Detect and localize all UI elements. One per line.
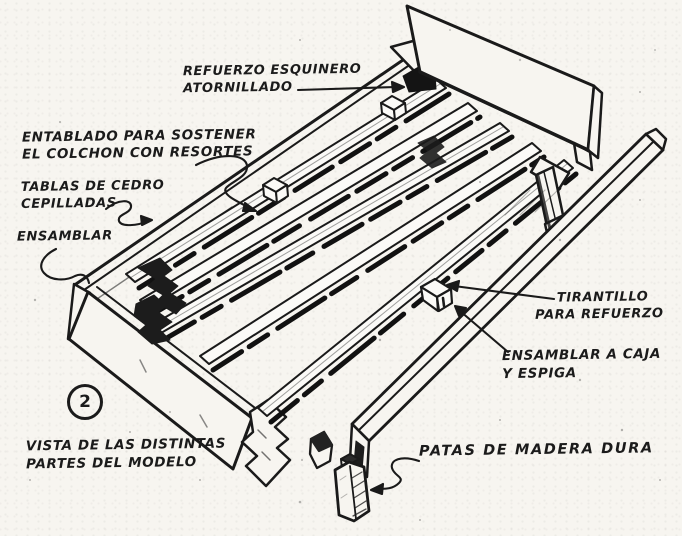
broken-end-cap xyxy=(417,135,447,169)
back-panel xyxy=(405,4,604,172)
slats xyxy=(125,79,579,425)
side-rail xyxy=(348,127,668,479)
broken-end-cap xyxy=(137,257,187,315)
label-line: TIRANTILLO xyxy=(556,289,649,306)
detached-leg xyxy=(333,453,371,523)
slat-1 xyxy=(125,79,447,283)
slat-5 xyxy=(257,159,574,417)
leader-refuerzo xyxy=(296,80,406,94)
figure-number-badge: 2 xyxy=(67,384,103,420)
leader-tirantillo xyxy=(445,279,556,301)
label-line: PARA REFUERZO xyxy=(535,306,664,323)
leader-entablado xyxy=(194,155,258,213)
leader-caja xyxy=(453,304,510,354)
label-entablado: ENTABLADO PARA SOSTENER EL COLCHON CON R… xyxy=(22,126,257,163)
frame-front-wall xyxy=(67,286,260,471)
label-tirantillo: TIRANTILLO PARA REFUERZO xyxy=(535,288,664,324)
label-line: CEPILLADAS xyxy=(21,195,117,213)
label-line: ATORNILLADO xyxy=(183,79,293,97)
tirantillo-block xyxy=(419,277,454,313)
label-line: ENSAMBLAR A CAJA xyxy=(501,345,662,365)
label-line: REFUERZO ESQUINERO xyxy=(182,61,362,80)
label-ensamblar: ENSAMBLAR xyxy=(17,227,113,245)
label-line: PATAS DE MADERA DURA xyxy=(418,440,654,460)
label-line: EL COLCHON CON RESORTES xyxy=(22,143,254,163)
label-line: Y ESPIGA xyxy=(502,365,577,383)
label-line: TABLAS DE CEDRO xyxy=(20,177,165,196)
cleat-blocks xyxy=(262,95,407,204)
leader-tablas xyxy=(104,200,154,227)
leader-patas xyxy=(369,457,421,496)
caption-line: PARTES DEL MODELO xyxy=(26,453,197,472)
cleat-block xyxy=(262,177,289,204)
figure-number: 2 xyxy=(79,392,91,412)
cleat-block xyxy=(380,95,407,121)
label-ensamblar-caja-espiga: ENSAMBLAR A CAJA Y ESPIGA xyxy=(502,345,662,383)
leader-ensamblar xyxy=(40,247,91,285)
leader-lines xyxy=(40,80,556,496)
label-patas-madera: PATAS DE MADERA DURA xyxy=(419,440,654,460)
slat-4 xyxy=(199,142,542,365)
figure-caption: VISTA DE LAS DISTINTAS PARTES DEL MODELO xyxy=(26,436,227,474)
label-refuerzo-esquinero: REFUERZO ESQUINERO ATORNILLADO xyxy=(183,61,362,97)
label-line: ENSAMBLAR xyxy=(16,228,113,245)
broken-end-cap xyxy=(133,294,173,345)
notched-block xyxy=(308,430,334,470)
caption-line: VISTA DE LAS DISTINTAS xyxy=(25,435,227,455)
label-tablas-de-cedro: TABLAS DE CEDRO CEPILLADAS xyxy=(21,177,165,213)
scan-speckles xyxy=(29,29,661,521)
frame-corner-joint xyxy=(240,398,292,488)
broken-end-caps xyxy=(133,135,447,345)
